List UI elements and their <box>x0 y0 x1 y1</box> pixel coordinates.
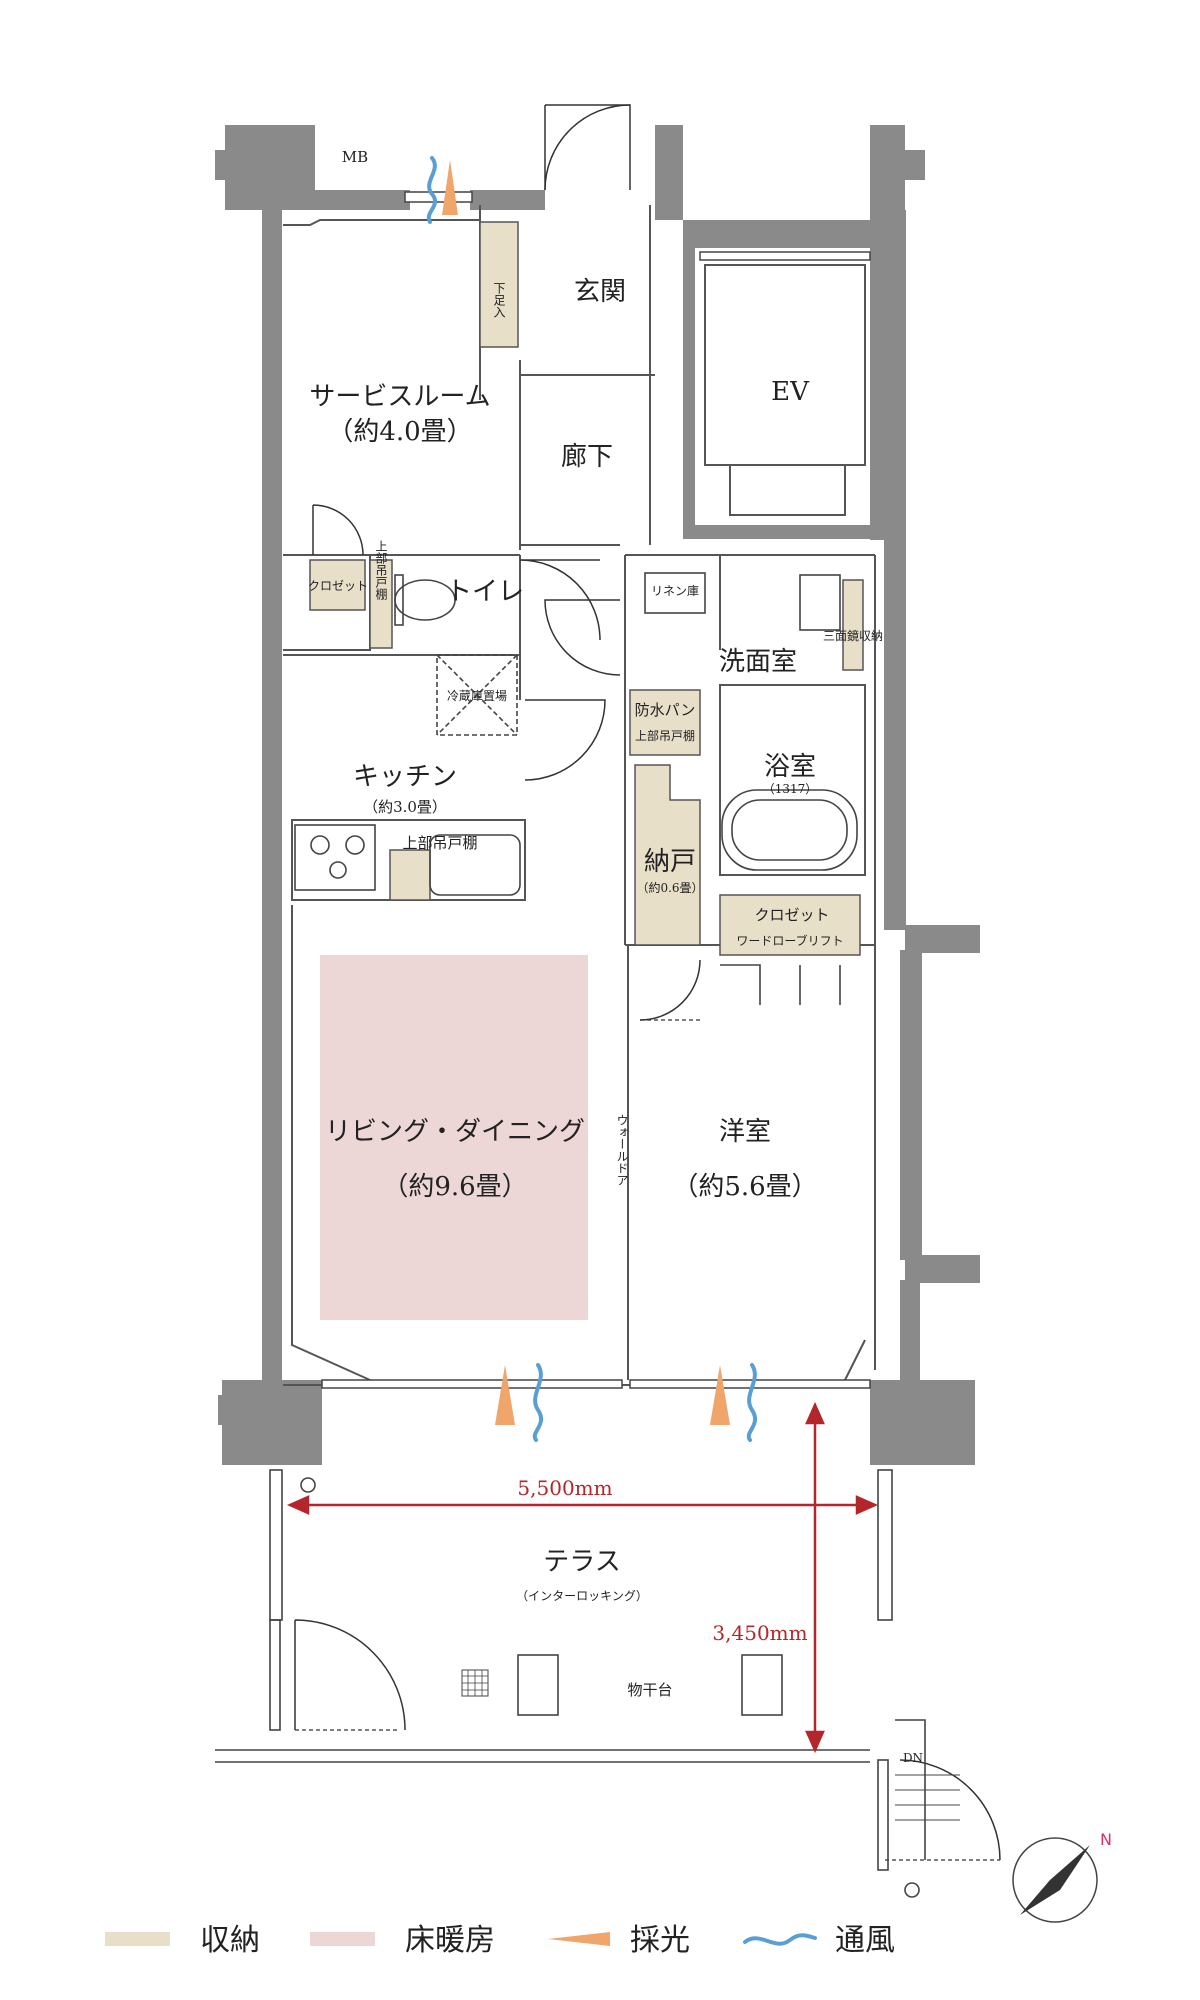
toilet-cabinet <box>369 559 393 649</box>
shitabako-label: 下足入 <box>492 282 506 318</box>
nando-size: （約0.6畳） <box>636 880 703 895</box>
refrigerator-space <box>436 654 518 736</box>
jobu-todana-1-label: 上部吊戸棚 <box>635 728 695 743</box>
room-labels: MB 玄関 サービスルーム （約4.0畳） 廊下 EV トイレ 洗面室 リネン庫… <box>308 148 923 1765</box>
legend-swatch-floor-heating <box>310 1932 375 1946</box>
dn-label: DN <box>903 1751 923 1765</box>
kitchen-size: （約3.0畳） <box>363 798 447 816</box>
kitchen-upper-cabinet <box>389 849 431 901</box>
jobu-todana-2-label: 上部吊戸棚 <box>402 834 477 852</box>
living-size: （約9.6畳） <box>382 1172 527 1202</box>
light-arrow-top <box>442 160 458 215</box>
wind-wave-top <box>426 156 438 224</box>
light-arrow-living <box>495 1365 515 1425</box>
kitchen-label: キッチン <box>353 762 457 792</box>
legend-label-floor-heating: 床暖房 <box>405 1923 495 1958</box>
width-dimension-label: 5,500mm <box>517 1476 612 1500</box>
terrace-structure <box>215 1469 960 1898</box>
yokushitsu-size: （1317） <box>763 782 818 796</box>
bouzui-label: 防水パン <box>635 701 696 719</box>
mb-label: MB <box>342 148 368 166</box>
living-label: リビング・ダイニング <box>325 1117 585 1147</box>
genkan-label: 玄関 <box>574 277 626 307</box>
wind-wave-bedroom <box>746 1363 758 1442</box>
youshitsu-label: 洋室 <box>719 1117 771 1147</box>
legend: 収納 床暖房 採光 通風 <box>105 1923 895 1958</box>
dimension-lines <box>286 1401 879 1754</box>
closet-storage <box>309 559 366 611</box>
waterproof-pan <box>629 689 701 756</box>
wall-door-label: ウォールドア <box>615 1114 629 1186</box>
terrace-label: テラス <box>543 1547 620 1577</box>
shoe-storage <box>479 221 519 348</box>
legend-swatch-storage <box>105 1932 170 1946</box>
service-room-label: サービスルーム <box>309 382 490 412</box>
light-indicators <box>442 160 730 1425</box>
kitchen-sink <box>429 834 521 896</box>
ev-label: EV <box>771 377 810 407</box>
nando-storage <box>634 764 701 946</box>
mirror-cabinet <box>842 579 864 671</box>
monohoshi-base-2 <box>741 1654 783 1716</box>
monohoshi-base-1 <box>517 1654 559 1716</box>
service-room-size: （約4.0畳） <box>327 417 472 447</box>
yokushitsu-label: 浴室 <box>764 752 816 782</box>
legend-swatch-wind <box>743 1933 817 1946</box>
mirror-storage-label: 三面鏡収納 <box>823 628 883 643</box>
storage-areas <box>309 221 864 956</box>
structural-walls <box>215 125 980 1465</box>
legend-label-wind: 通風 <box>835 1923 895 1958</box>
wind-wave-living <box>532 1363 544 1442</box>
legend-label-light: 採光 <box>630 1923 690 1958</box>
terrace-sub-label: （インターロッキング） <box>516 1589 648 1603</box>
compass: N <box>1012 1830 1112 1923</box>
closet-small-label: クロゼット <box>308 579 368 593</box>
youshitsu-size: （約5.6畳） <box>672 1172 817 1202</box>
washbasin <box>799 574 841 631</box>
wardrobe-lift <box>719 894 861 956</box>
compass-north-label: N <box>1100 1830 1112 1849</box>
light-arrow-bedroom <box>710 1365 730 1425</box>
door-swings <box>294 104 1001 1861</box>
monohoshi-label: 物干台 <box>627 1681 672 1699</box>
legend-swatch-light <box>548 1932 610 1946</box>
toilet-todana-label: 上部吊戸棚 <box>374 540 388 601</box>
linen-label: リネン庫 <box>651 584 699 598</box>
wind-indicators <box>426 156 758 1442</box>
compass-needle <box>1020 1845 1090 1915</box>
bathtub <box>721 789 858 871</box>
fixtures <box>294 572 858 1005</box>
floor-heating-area <box>320 955 588 1320</box>
depth-dimension-label: 3,450mm <box>712 1621 807 1645</box>
door-swings-dashed <box>295 1019 1000 1861</box>
toilet-label: トイレ <box>446 577 524 607</box>
wardrobe-lift-label: ワードローブリフト <box>736 933 843 948</box>
nando-label: 納戸 <box>644 847 696 877</box>
reizouko-label: 冷蔵庫置場 <box>447 689 507 703</box>
rouka-label: 廊下 <box>561 442 613 472</box>
senmen-label: 洗面室 <box>719 647 797 677</box>
legend-label-storage: 収納 <box>200 1923 260 1958</box>
compass-ring <box>1012 1837 1098 1923</box>
closet-label: クロゼット <box>754 906 829 924</box>
